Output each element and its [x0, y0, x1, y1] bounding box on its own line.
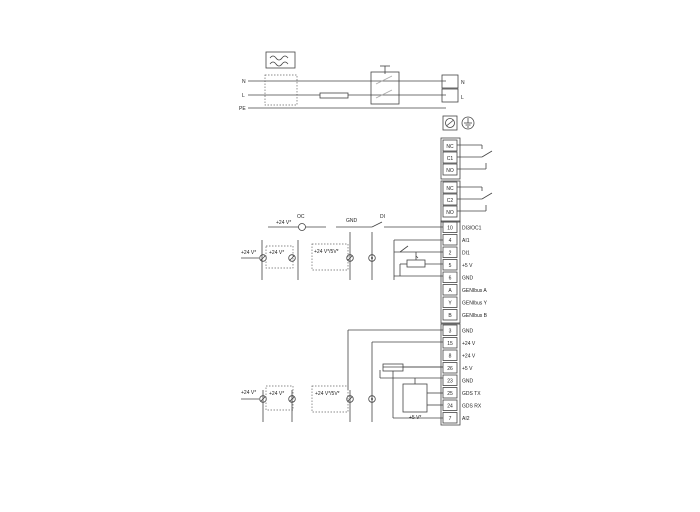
mains-input-pe: PE	[239, 106, 246, 112]
terminal-number: 23	[447, 378, 453, 384]
terminal-label: GND	[462, 378, 474, 384]
terminal-label: +24 V	[462, 353, 476, 359]
fuse-symbol	[319, 92, 349, 99]
terminal-number: 2	[449, 250, 452, 256]
filter-symbol	[265, 51, 296, 69]
terminal-label: GND	[462, 328, 474, 334]
terminal-cell	[442, 309, 458, 321]
top-sensor-a-icon	[259, 254, 267, 262]
terminal-label: GENIbus Y	[462, 300, 488, 306]
relay-1-nc: NC	[446, 144, 454, 150]
lamp-icon	[298, 223, 306, 231]
relay-1: NC C1 NO	[440, 137, 493, 180]
terminal-label: GND	[462, 275, 474, 281]
terminal-label: GENIbus A	[462, 288, 487, 294]
filter-enclosure	[264, 74, 298, 106]
terminal-label: GDS RX	[462, 403, 482, 409]
bot-src-c-label: +24 V*/5V*	[315, 391, 340, 397]
terminal-label: DI1	[462, 250, 470, 256]
bot-src-a-label: +24 V*	[241, 390, 256, 396]
top-src-b-label: +24 V*	[269, 250, 284, 256]
top-sensor-c-icon	[346, 254, 354, 262]
protective-earth-icon	[461, 116, 475, 130]
terminal-cell	[442, 271, 458, 283]
earth-screw-icon	[445, 118, 455, 128]
terminal-label: GENIbus B	[462, 313, 488, 319]
terminal-label: +5 V	[462, 366, 473, 372]
terminal-number: 25	[447, 391, 453, 397]
terminal-cell	[442, 362, 458, 374]
bottom-signal-circuits: +5 V* +24 V* +24 V* +24 V*/5V*	[241, 329, 443, 422]
mains-section: N L PE N L	[239, 51, 475, 131]
terminal-label: +5 V	[462, 263, 473, 269]
terminal-number: 3	[449, 328, 452, 334]
main-switch	[370, 65, 400, 105]
sensor-supply-label: +5 V*	[409, 415, 421, 421]
terminal-number: 10	[447, 225, 453, 231]
relay-1-c: C1	[447, 156, 454, 162]
terminal-cell	[442, 349, 458, 361]
mains-input-n: N	[242, 79, 246, 85]
terminal-number: 4	[449, 238, 452, 244]
terminal-number: A	[448, 288, 452, 294]
gds-sensor-box	[402, 383, 428, 413]
terminal-label: AI2	[462, 416, 470, 422]
top-src-a-label: +24 V*	[241, 250, 256, 256]
terminal-number: Y	[448, 300, 452, 306]
terminal-label: DI3/OC1	[462, 225, 482, 231]
top-src-c-label: +24 V*/5V*	[314, 249, 339, 255]
relay-2-nc: NC	[446, 186, 454, 192]
oc-supply-label: +24 V*	[276, 220, 291, 226]
terminal-number: 6	[449, 275, 452, 281]
top-sensor-d-icon	[368, 254, 376, 262]
sine-icon	[269, 55, 289, 61]
terminal-cell	[442, 337, 458, 349]
terminal-number: 15	[447, 341, 453, 347]
terminal-label: AI1	[462, 238, 470, 244]
terminal-number: 8	[449, 353, 452, 359]
oc-label: OC	[297, 214, 305, 220]
relay-2-no: NO	[446, 210, 454, 216]
relay-1-no: NO	[446, 168, 454, 174]
terminal-out-l	[441, 88, 459, 103]
relay-2: NC C2 NO	[440, 180, 493, 223]
terminal-cell	[442, 259, 458, 271]
top-sensor-b-icon	[288, 254, 296, 262]
terminal-number: 5	[449, 263, 452, 269]
gnd-label: GND	[346, 218, 358, 224]
top-signal-circuits: +24 V* OC GND DI +24 V* +24 V* +24 V*/5V…	[241, 214, 443, 280]
mains-output-l: L	[461, 95, 464, 101]
terminal-cell	[442, 296, 458, 308]
mains-output-n: N	[461, 80, 465, 86]
terminal-out-n	[441, 74, 459, 89]
terminal-label: GDS TX	[462, 391, 481, 397]
terminal-number: 24	[447, 403, 453, 409]
di-label: DI	[380, 214, 385, 220]
bottom-potentiometer-symbol	[382, 363, 404, 372]
terminal-label: +24 V	[462, 341, 476, 347]
terminal-cell	[442, 374, 458, 386]
terminal-number: 26	[447, 366, 453, 372]
relay-2-c: C2	[447, 198, 454, 204]
terminal-number: B	[448, 313, 452, 319]
signal-terminal-strip: 10 DI3/OC1 4 AI1 2 DI1 5 +5 V 6 GND A GENIbus A Y GEN…	[440, 220, 488, 324]
terminal-cell	[442, 284, 458, 296]
mains-input-l: L	[242, 93, 245, 99]
potentiometer-symbol	[406, 259, 426, 268]
terminal-number: 7	[449, 416, 452, 422]
bot-src-b-label: +24 V*	[269, 391, 284, 397]
